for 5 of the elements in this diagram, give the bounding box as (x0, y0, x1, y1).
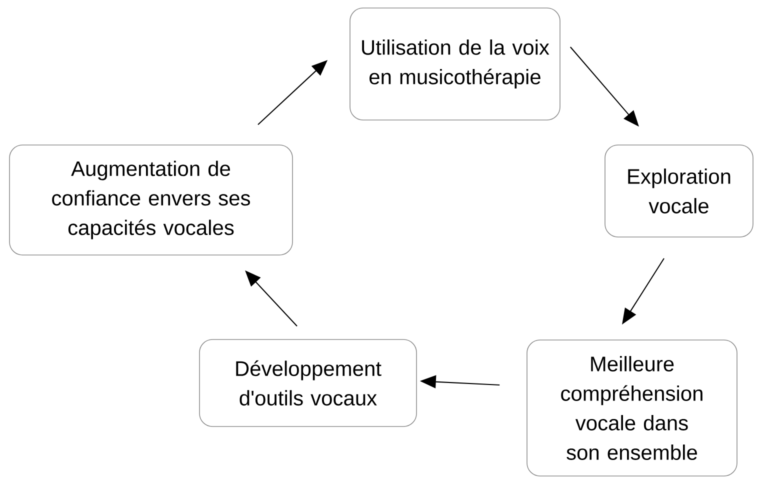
process-box: Utilisation de la voix en musicothérapie (350, 8, 560, 120)
process-box: Meilleure compréhension vocale dans son ensemble (526, 340, 738, 476)
process-box: Développement d'outils vocaux (199, 339, 417, 427)
process-box: Exploration vocale (604, 144, 754, 238)
process-box: Augmentation de confiance envers ses capacités vocales (9, 144, 293, 256)
